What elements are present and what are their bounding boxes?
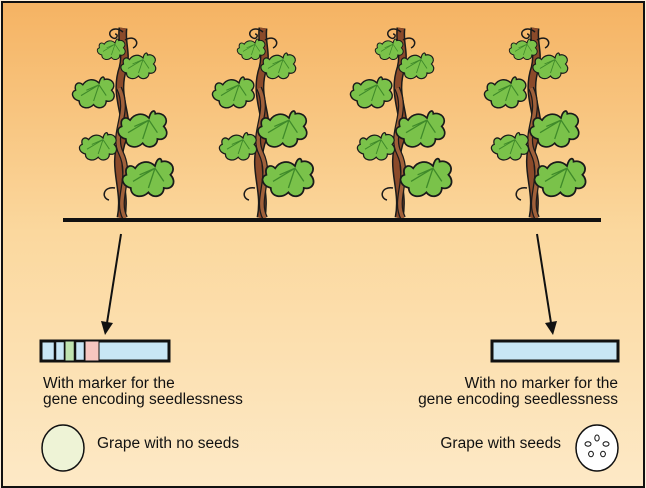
grape-icon — [42, 425, 84, 471]
grapevine-icon — [212, 28, 313, 218]
grapevine-icon — [350, 28, 451, 218]
right-caption-line2: gene encoding seedlessness — [418, 392, 618, 408]
grape-no-seeds-label: Grape with no seeds — [97, 435, 239, 453]
grapevine-icon — [484, 28, 585, 218]
grape-seeds-icon — [576, 425, 618, 471]
arrow-down-icon — [537, 234, 557, 335]
left-caption-line2: gene encoding seedlessness — [43, 392, 243, 408]
arrow-down-icon — [101, 234, 121, 335]
left-caption-line1: With marker for the — [43, 376, 243, 392]
grape-with-seeds-label: Grape with seeds — [440, 435, 561, 453]
right-caption-line1: With no marker for the — [418, 376, 618, 392]
right-caption: With no marker for the gene encoding see… — [418, 376, 618, 408]
diagram-canvas — [3, 3, 643, 486]
grapevine-icon — [72, 28, 173, 218]
dna-marker-bar-icon — [492, 341, 618, 361]
left-caption: With marker for the gene encoding seedle… — [43, 376, 243, 408]
dna-marker-bar-icon — [41, 341, 169, 361]
